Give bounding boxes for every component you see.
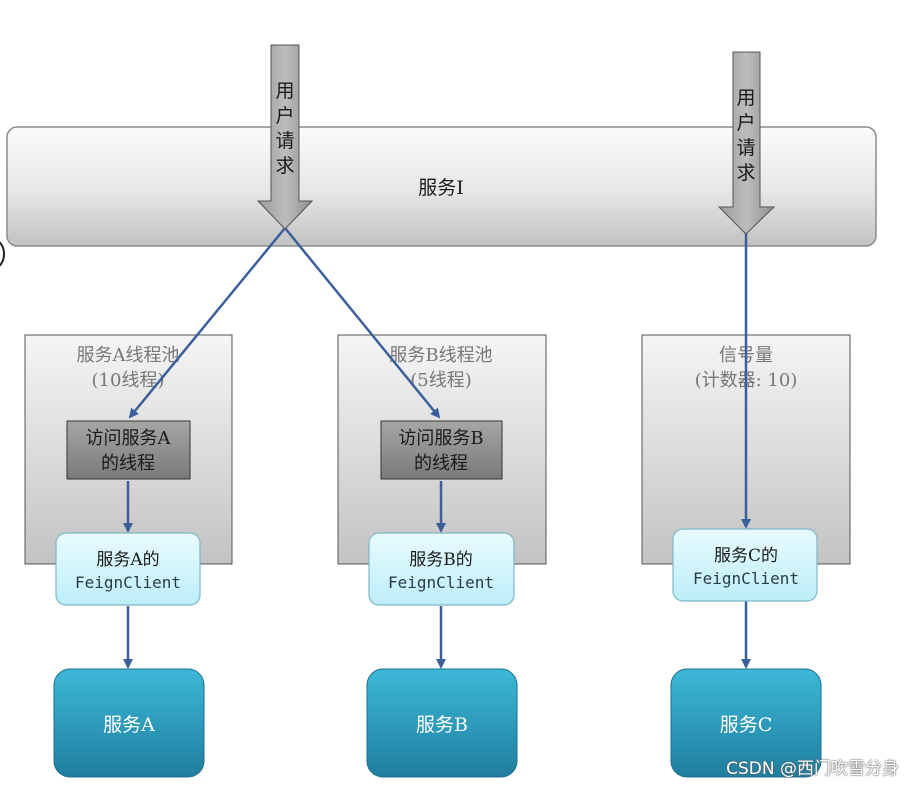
service-a-label: 服务A	[103, 714, 155, 736]
pool-a-subtitle: (10线程)	[92, 370, 165, 391]
edge-fragment	[0, 241, 5, 267]
feign-client-c	[672, 528, 818, 602]
feign-client-a	[55, 532, 201, 606]
service-b-label: 服务B	[416, 714, 468, 736]
user-request-left-char-4: 求	[275, 155, 294, 177]
feign-client-a-line1: 服务A的	[96, 550, 159, 570]
user-request-arrow-right	[717, 51, 776, 235]
feign-client-c-line1: 服务C的	[714, 546, 778, 566]
feign-client-c-line2: FeignClient	[693, 569, 799, 588]
service-i-bar	[6, 126, 877, 247]
feign-client-b-line2: FeignClient	[388, 573, 494, 592]
feign-client-a-line2: FeignClient	[75, 573, 181, 592]
feign-client-b	[368, 532, 515, 606]
service-b	[366, 668, 518, 778]
user-request-right-char-4: 求	[736, 162, 755, 184]
service-c	[670, 668, 822, 778]
pool-a-title: 服务A线程池	[77, 345, 180, 366]
thread-box-a	[66, 420, 191, 480]
arrow-request-to-thread-a	[128, 227, 286, 419]
watermark: CSDN @西门吹雪分身	[726, 759, 899, 779]
user-request-left-char-2: 户	[275, 105, 294, 127]
thread-b-line2: 的线程	[414, 453, 468, 474]
user-request-right-char-2: 户	[736, 112, 755, 134]
thread-box-b	[380, 420, 503, 480]
service-c-label: 服务C	[720, 714, 773, 736]
feign-client-b-line1: 服务B的	[409, 550, 473, 570]
service-i-label: 服务I	[418, 177, 464, 199]
thread-a-line2: 的线程	[101, 453, 155, 474]
thread-a-line1: 访问服务A	[86, 428, 172, 449]
user-request-left-char-3: 请	[275, 130, 294, 152]
user-request-arrow-left	[256, 44, 314, 230]
service-a	[53, 668, 205, 778]
user-request-right-char-3: 请	[736, 137, 755, 159]
pool-b-title: 服务B线程池	[389, 345, 492, 366]
user-request-left-char-1: 用	[275, 80, 294, 102]
pool-b-subtitle: (5线程)	[410, 370, 472, 391]
thread-b-line1: 访问服务B	[398, 428, 483, 449]
arrow-request-to-thread-b	[284, 227, 441, 419]
user-request-right-char-1: 用	[736, 87, 755, 109]
